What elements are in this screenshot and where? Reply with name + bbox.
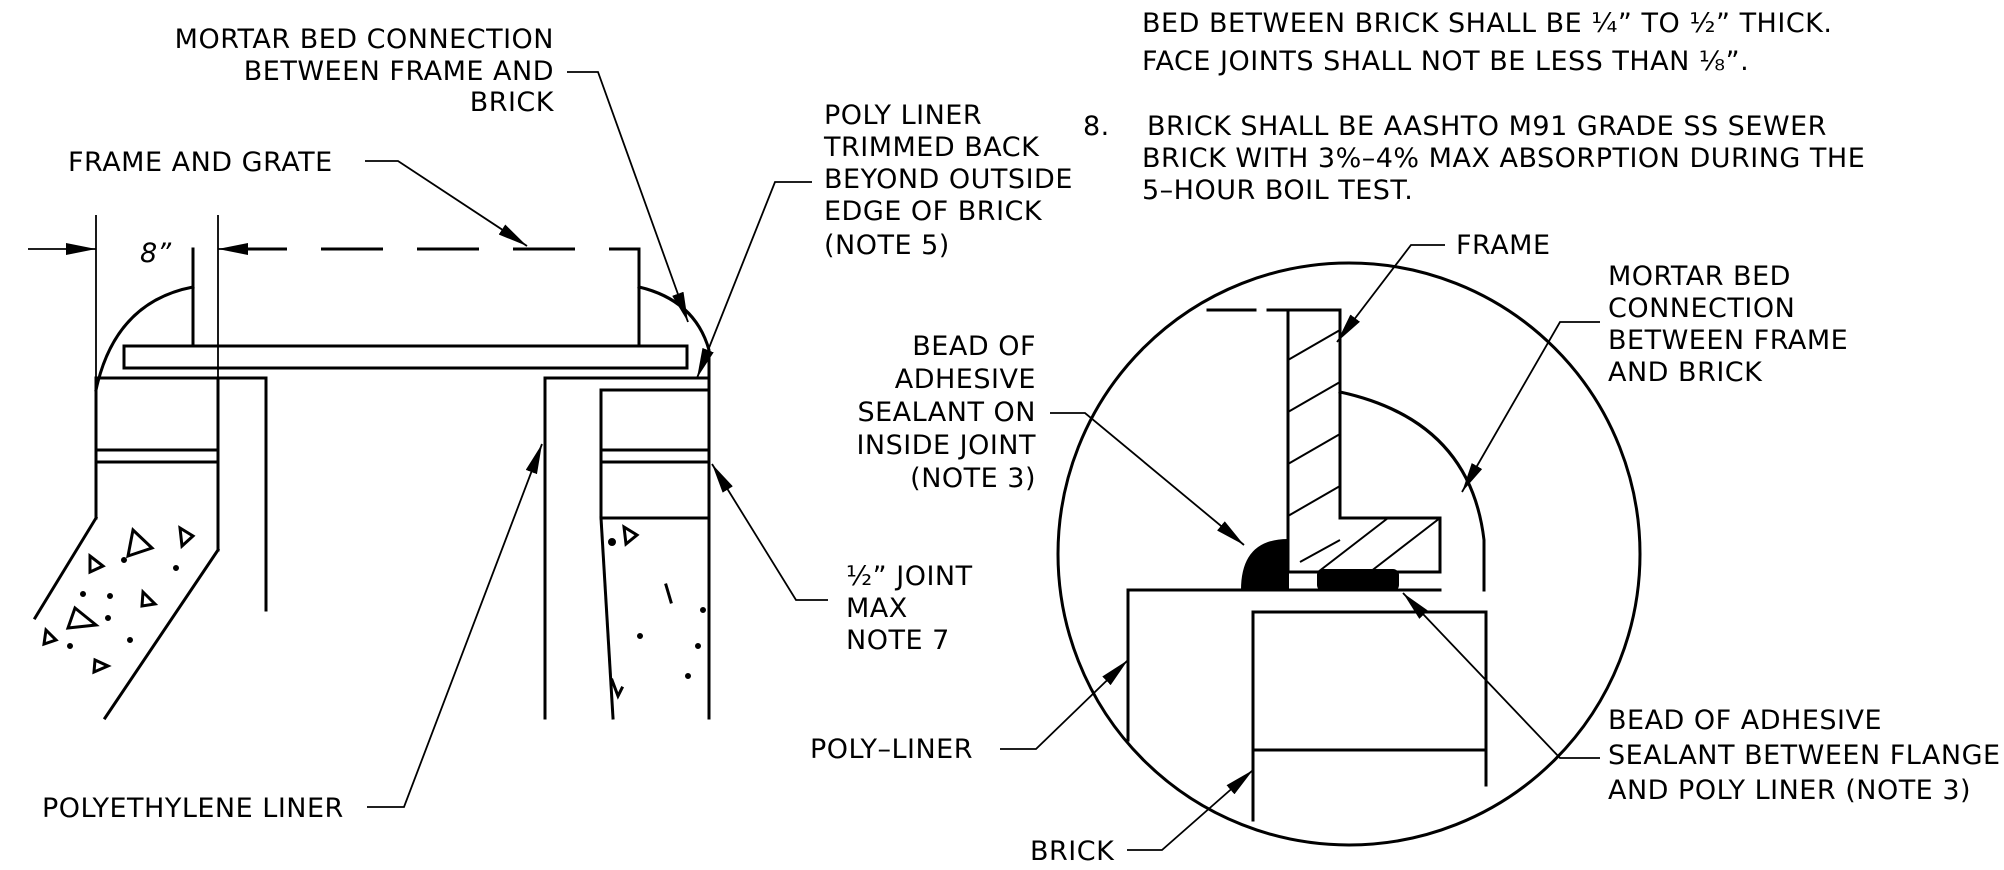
detail-boundary-circle — [1056, 261, 1642, 847]
bead-inside-label-line-2: ADHESIVE — [895, 364, 1036, 395]
frame-and-grate — [122, 247, 689, 370]
bead-flange-label-line-1: BEAD OF ADHESIVE — [1608, 705, 1882, 736]
joint-max-label-line-3: NOTE 7 — [846, 625, 950, 656]
sealant-bead-inside — [1240, 538, 1289, 591]
poly-liner-trimmed-label-line-3: BEYOND OUTSIDE — [824, 164, 1073, 195]
sealant-bead-flange — [1317, 569, 1399, 591]
mortar-bed-fillet-left — [94, 285, 195, 392]
detail-poly-liner — [1126, 588, 1442, 742]
right-wall — [543, 376, 711, 720]
mortar-bed-right-label-line-1: MORTAR BED — [1608, 261, 1791, 292]
section-view-leaders — [365, 71, 828, 808]
poly-liner-trimmed-label-line-2: TRIMMED BACK — [823, 132, 1040, 163]
brick-label: BRICK — [1030, 836, 1115, 867]
bead-flange-label-line-2: SEALANT BETWEEN FLANGE — [1608, 740, 2001, 771]
bead-inside-label-line-3: SEALANT ON — [857, 397, 1036, 428]
polyethylene-liner-label: POLYETHYLENE LINER — [42, 793, 344, 824]
detail-brick — [1251, 610, 1488, 822]
mortar-bed-left-label-line-1: MORTAR BED CONNECTION — [175, 24, 554, 55]
bead-inside-label-line-1: BEAD OF — [912, 331, 1036, 362]
mortar-bed-curve — [1338, 390, 1486, 592]
section-view: 8” — [28, 24, 1073, 824]
mortar-bed-right-label-line-2: CONNECTION — [1608, 293, 1795, 324]
mortar-bed-left-label-line-2: BETWEEN FRAME AND — [244, 56, 554, 87]
mortar-bed-right-label-line-4: AND BRICK — [1608, 357, 1763, 388]
note-8-line-2: BRICK WITH 3%–4% MAX ABSORPTION DURING T… — [1142, 143, 1865, 174]
note-8-line-3: 5–HOUR BOIL TEST. — [1142, 175, 1413, 206]
note-8-line-1: BRICK SHALL BE AASHTO M91 GRADE SS SEWER — [1147, 111, 1827, 142]
poly-liner-trimmed-label-line-5: (NOTE 5) — [824, 230, 950, 261]
left-wall — [32, 376, 268, 721]
bead-flange-label-line-3: AND POLY LINER (NOTE 3) — [1608, 775, 1971, 806]
general-notes: BED BETWEEN BRICK SHALL BE ¼” TO ½” THIC… — [1083, 8, 1865, 206]
frame-label: FRAME — [1456, 230, 1551, 261]
enlarged-detail: FRAME MORTAR BED CONNECTION BETWEEN FRAM… — [810, 230, 2001, 867]
concrete-aggregate-left — [42, 525, 196, 675]
detail-leaders — [1000, 244, 1600, 851]
note-8-number: 8. — [1083, 111, 1110, 142]
mortar-bed-left-label-line-3: BRICK — [470, 87, 555, 118]
poly-liner-trimmed-label-line-4: EDGE OF BRICK — [824, 196, 1043, 227]
joint-max-label-line-2: MAX — [846, 593, 908, 624]
note-7-line-1: BED BETWEEN BRICK SHALL BE ¼” TO ½” THIC… — [1142, 8, 1832, 39]
bead-inside-label-line-5: (NOTE 3) — [910, 463, 1036, 494]
mortar-bed-right-label-line-3: BETWEEN FRAME — [1608, 325, 1848, 356]
note-7-line-2: FACE JOINTS SHALL NOT BE LESS THAN ⅛”. — [1142, 46, 1749, 77]
dimension-8-label: 8” — [140, 238, 172, 269]
poly-liner-trimmed-label-line-1: POLY LINER — [824, 100, 982, 131]
frame-and-grate-label: FRAME AND GRATE — [68, 147, 333, 178]
bead-inside-label-line-4: INSIDE JOINT — [856, 430, 1036, 461]
dimension-8-inch: 8” — [28, 215, 282, 378]
joint-max-label-line-1: ½” JOINT — [846, 561, 973, 592]
poly-liner-detail-label: POLY–LINER — [810, 734, 973, 765]
frame-l-section — [1286, 308, 1442, 574]
